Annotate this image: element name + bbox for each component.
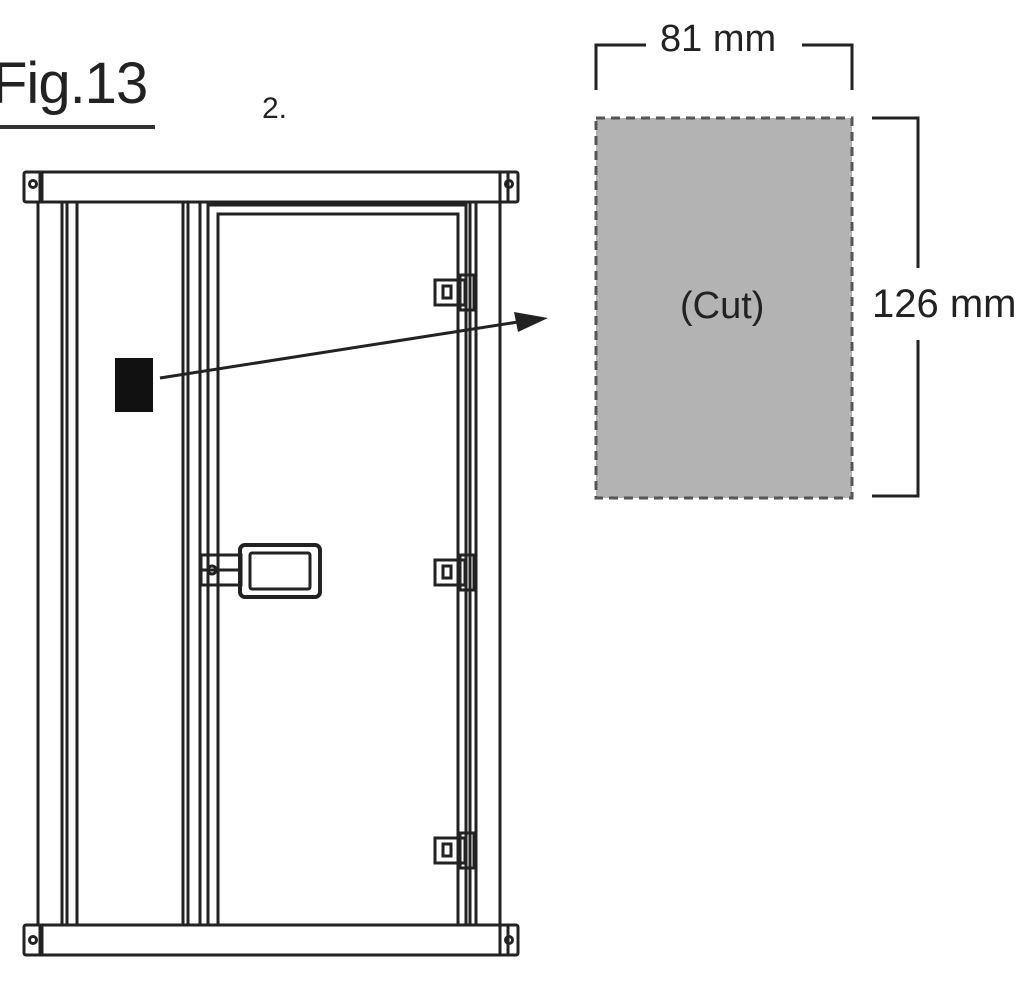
door	[206, 203, 468, 927]
cutout-location-marker	[115, 358, 153, 412]
width-dimension-bracket	[594, 43, 854, 90]
hinge-middle	[433, 553, 476, 592]
cut-label: (Cut)	[680, 285, 765, 327]
pointer-arrow	[159, 312, 548, 380]
bottom-rail	[38, 923, 510, 957]
hinge-top	[433, 273, 476, 312]
figure-title: Fig.13	[0, 51, 148, 116]
top-rail	[38, 170, 510, 204]
width-dimension-label: 81 mm	[660, 18, 777, 60]
right-post	[468, 202, 502, 925]
height-dimension-bracket	[872, 116, 920, 498]
enclosure	[22, 170, 520, 957]
door-handle	[199, 543, 322, 599]
step-label: 2.	[262, 92, 288, 125]
door-outer-frame	[206, 203, 468, 927]
hinges	[433, 273, 476, 870]
left-post	[36, 202, 79, 925]
hinge-bottom	[433, 831, 476, 870]
center-post	[181, 202, 202, 925]
cutout-rectangle	[594, 116, 854, 500]
height-dimension-label: 126 mm	[872, 282, 1017, 326]
door-inner-frame	[216, 212, 460, 927]
corner-brackets	[22, 170, 520, 957]
